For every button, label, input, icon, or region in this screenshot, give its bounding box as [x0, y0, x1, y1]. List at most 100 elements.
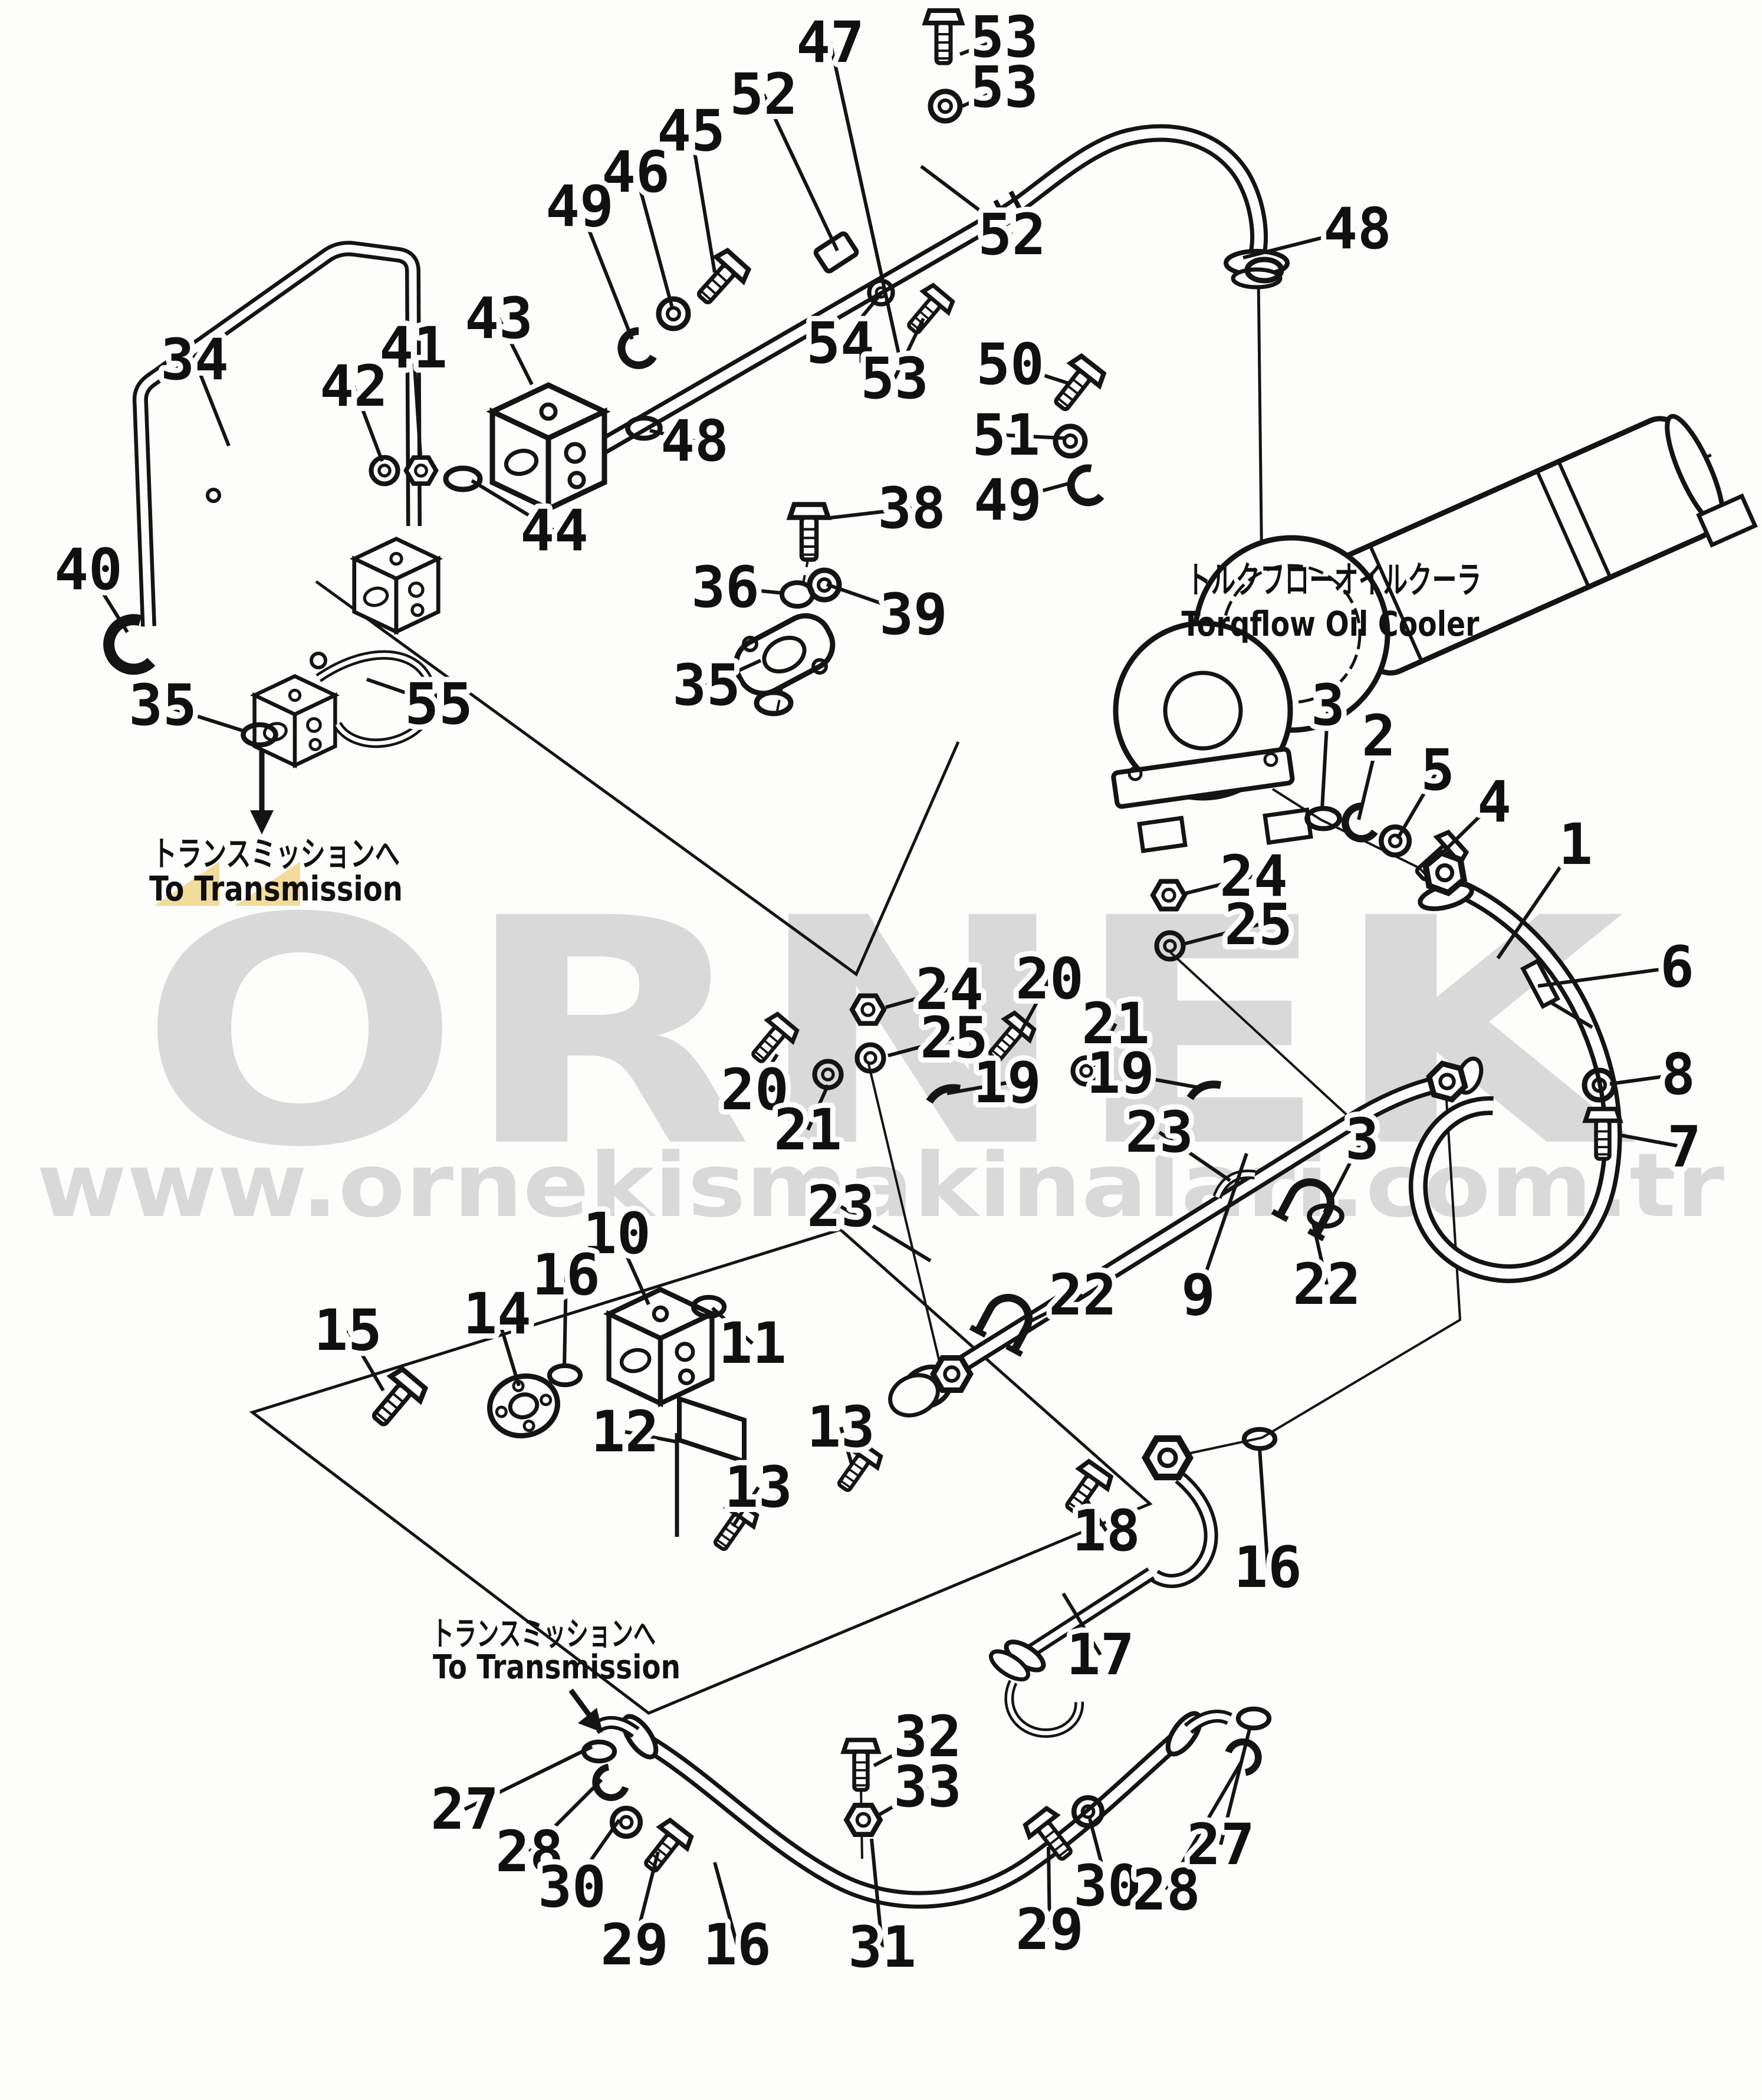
part-label-35: 35	[129, 672, 197, 738]
leader-line-47	[829, 42, 905, 376]
nut-33-icon	[847, 1805, 880, 1834]
highlight-triangle	[154, 862, 219, 906]
part-label-31: 31	[848, 1914, 916, 1980]
part-label-50: 50	[976, 331, 1044, 397]
washer-53-icon	[931, 91, 960, 121]
leader-line-31	[870, 1838, 884, 1948]
part-label-22: 22	[1048, 1262, 1117, 1328]
leader-line-19	[946, 1081, 1008, 1095]
flow-arrow-down	[250, 750, 274, 834]
leader-line-50	[1010, 363, 1069, 385]
part-label-12: 12	[591, 1399, 659, 1465]
bolt-38-icon	[790, 505, 828, 560]
part-label-15: 15	[314, 1297, 382, 1363]
part-label-38: 38	[877, 475, 946, 541]
to-transmission2-jp: トランスミッションへ	[432, 1615, 656, 1654]
oring-16-icon	[550, 1366, 580, 1385]
leader-line-10	[615, 1233, 650, 1306]
part-label-27: 27	[1186, 1812, 1255, 1878]
part-label-19: 19	[1086, 1040, 1155, 1106]
part-label-23: 23	[1125, 1099, 1194, 1165]
to-transmission-jp: トランスミッションへ	[152, 834, 400, 874]
oring-27-icon	[1238, 1709, 1269, 1728]
part-label-53: 53	[970, 54, 1038, 120]
oring-3-icon	[1307, 809, 1339, 829]
washer-46-icon	[659, 299, 688, 328]
part-label-55: 55	[405, 671, 473, 737]
part-label-48: 48	[660, 408, 729, 474]
leader-line-49	[1007, 482, 1069, 502]
watermark-brand: ORNEK	[139, 852, 1639, 1215]
leader-line-35	[162, 704, 245, 733]
part-label-13: 13	[724, 1454, 793, 1520]
hose-1-assembly	[1408, 874, 1622, 1283]
part-label-49: 49	[974, 467, 1042, 533]
leader-line-19	[1120, 1072, 1199, 1089]
part-label-40: 40	[54, 537, 123, 603]
leader-line-44	[471, 479, 555, 533]
part-label-43: 43	[465, 285, 533, 351]
leader-line-24	[1182, 875, 1254, 896]
part-label-3: 3	[1345, 1106, 1379, 1172]
leader-line-27	[1219, 1726, 1252, 1845]
part-label-30: 30	[538, 1854, 606, 1920]
part-label-54: 54	[806, 310, 875, 376]
leader-line-15	[346, 1329, 385, 1392]
leader-line-22	[1027, 1293, 1084, 1324]
leader-line-3	[1320, 705, 1330, 810]
part-label-24: 24	[1219, 843, 1288, 909]
part-label-2: 2	[1362, 703, 1396, 769]
leader-line-51	[1005, 433, 1065, 440]
leader-line-48	[649, 429, 695, 443]
leader-line-36	[725, 586, 785, 595]
part-label-46: 46	[601, 139, 670, 205]
part-label-20: 20	[1015, 946, 1084, 1012]
leader-line-23	[1158, 1130, 1231, 1182]
part-label-29: 29	[1015, 1897, 1084, 1963]
bolt-45-icon	[689, 248, 752, 311]
leader-line-6	[1537, 965, 1678, 988]
leader-line-52	[762, 93, 839, 252]
part-label-19: 19	[973, 1050, 1041, 1116]
washer-39-icon	[810, 570, 839, 600]
part-label-53: 53	[860, 346, 929, 412]
leader-line-39	[826, 583, 914, 616]
leader-line-52	[920, 165, 1013, 236]
clamp-2-icon	[1340, 804, 1376, 844]
part-label-25: 25	[1224, 892, 1293, 958]
part-label-8: 8	[1661, 1041, 1695, 1107]
part-label-11: 11	[718, 1310, 787, 1376]
leader-line-18	[1084, 1498, 1108, 1532]
part-label-52: 52	[729, 61, 798, 127]
leader-line-9	[1196, 1153, 1248, 1296]
fitting-nut-18	[1146, 1439, 1190, 1477]
leader-line-53	[893, 317, 925, 380]
leader-line-27	[463, 1745, 593, 1811]
part-label-33: 33	[893, 1754, 962, 1820]
pipe-9-nut	[933, 1358, 971, 1391]
leader-line-22	[1311, 1220, 1329, 1285]
leader-line-40	[87, 568, 129, 633]
leader-line-21	[806, 1084, 830, 1131]
leader-line-46	[634, 172, 674, 308]
leader-line-16	[713, 1862, 739, 1945]
washer-5-icon	[1381, 827, 1409, 855]
leader-line-4	[1435, 800, 1496, 860]
part-label-7: 7	[1667, 1114, 1701, 1180]
part-label-6: 6	[1660, 934, 1694, 1000]
leader-line-20	[1020, 978, 1051, 1032]
leader-lines	[87, 35, 1685, 1948]
flow-arrow-down-right	[568, 1688, 603, 1733]
bolt-53-icon	[925, 11, 962, 63]
leader-line-30	[1088, 1818, 1109, 1887]
part-label-23: 23	[807, 1174, 875, 1240]
oring-35-icon	[757, 692, 791, 714]
leader-line-43	[497, 317, 534, 386]
leader-line-35	[705, 659, 762, 687]
part-label-17: 17	[1066, 1622, 1135, 1688]
highlight-triangle	[235, 862, 300, 906]
part-label-35: 35	[672, 652, 741, 718]
part-label-25: 25	[920, 1005, 988, 1071]
leader-line-48	[1242, 227, 1358, 259]
